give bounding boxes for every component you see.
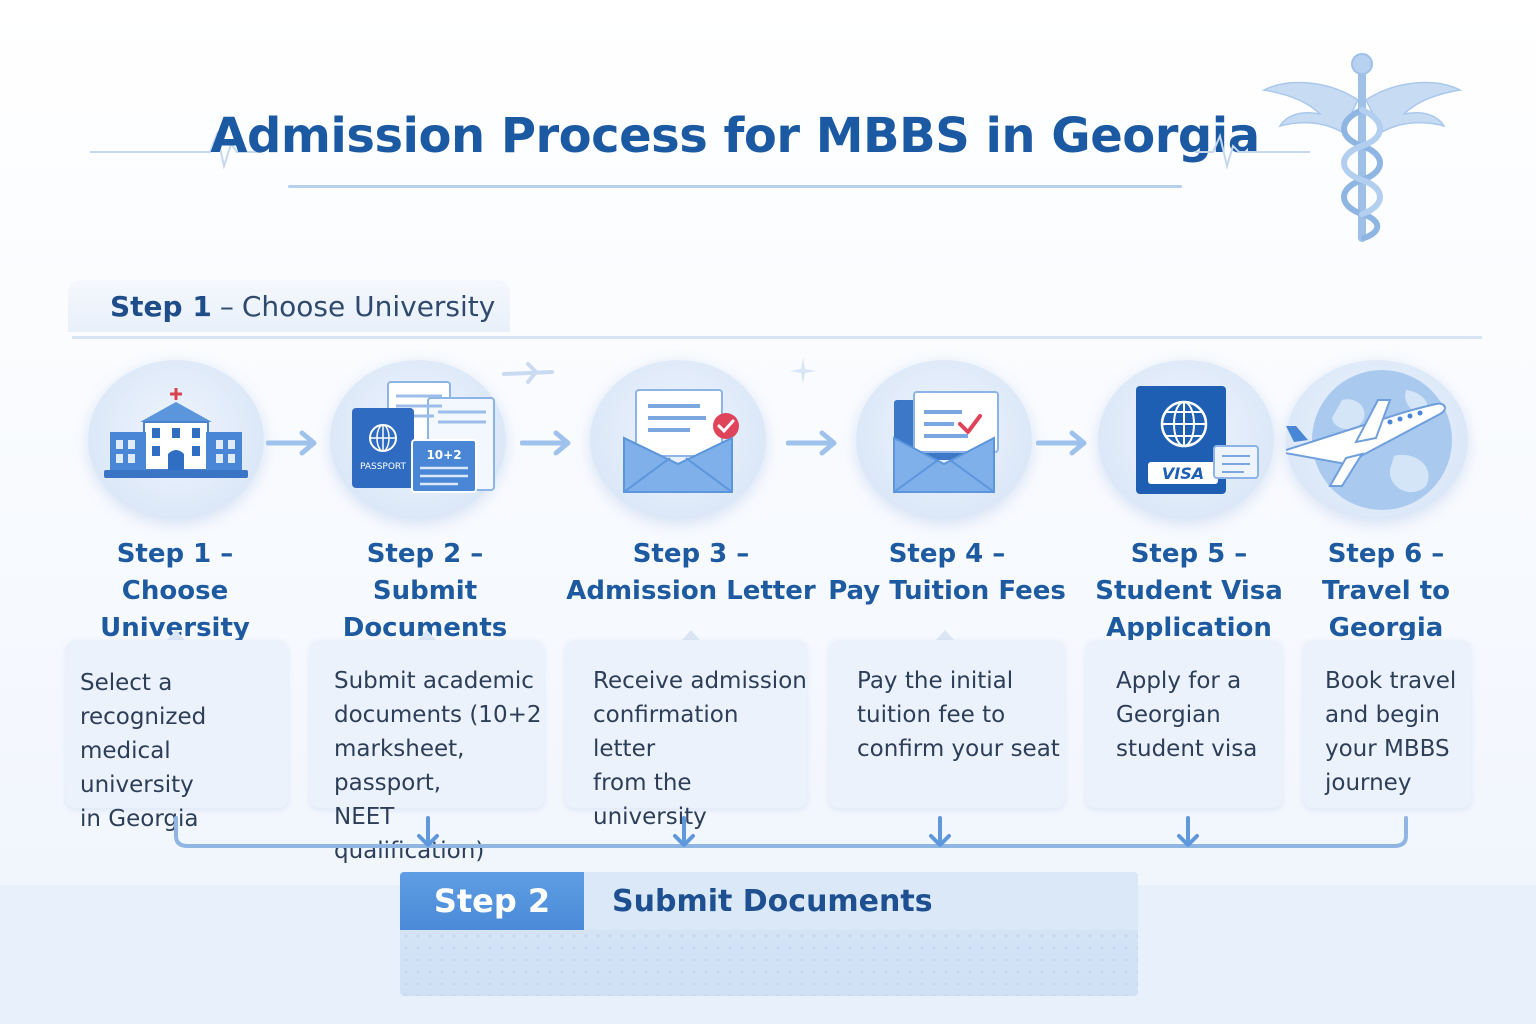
step-4-description-card: Pay the initial tuition fee to confirm y… <box>829 640 1065 808</box>
step-2-desc-line: marksheet, passport, <box>334 736 465 796</box>
step-5-description-card: Apply for a Georgian student visa <box>1086 640 1282 808</box>
step-4-heading: Step 4 – Pay Tuition Fees <box>822 536 1072 610</box>
title-underline <box>288 185 1182 188</box>
card-2-notch <box>418 630 436 640</box>
step-3-icon-circle <box>590 360 766 520</box>
step-1-desc-line: in Georgia <box>80 806 199 832</box>
tab-step-number: Step 1 <box>110 289 212 323</box>
step-1-icon-circle <box>88 360 264 520</box>
step-3-heading: Step 3 – Admission Letter <box>566 536 816 610</box>
step-2-icon-circle: PASSPORT 10+2 <box>330 360 506 520</box>
step-6-desc-line: Book travel <box>1325 668 1457 694</box>
page-title: Admission Process for MBBS in Georgia <box>210 108 1260 164</box>
bottom-connector-bracket <box>174 816 1408 848</box>
step-6-heading-line1: Step 6 – <box>1327 539 1445 569</box>
envelope-letter-icon <box>623 389 739 493</box>
ekg-line-left <box>90 130 260 170</box>
airplane-globe-icon <box>1286 370 1452 510</box>
passport-documents-icon: PASSPORT 10+2 <box>352 381 495 493</box>
university-building-icon <box>104 388 248 478</box>
caduceus-icon <box>1261 53 1463 242</box>
passport-icon-text: PASSPORT <box>360 462 407 472</box>
step-6-description-card: Book travel and begin your MBBS journey <box>1303 640 1471 808</box>
card-1-notch <box>167 630 185 640</box>
step-1-desc-line: medical university <box>80 738 194 798</box>
flow-arrow-4 <box>1036 430 1087 456</box>
step-6-heading-line2: Travel to <box>1321 576 1451 606</box>
step-3-desc-line: Receive admission <box>593 668 807 694</box>
step-1-heading-line1: Step 1 – <box>116 539 234 569</box>
step-4-desc-line: tuition fee to <box>857 702 1006 728</box>
tab-divider <box>72 336 1482 339</box>
airplane-small-icon <box>502 362 554 384</box>
step-3-desc-line: confirmation letter <box>593 702 739 762</box>
banner-step-label: Submit Documents <box>584 872 1138 930</box>
step-4-desc-line: confirm your seat <box>857 736 1060 762</box>
banner-pattern <box>400 930 1138 996</box>
step-6-desc-line: journey <box>1325 770 1412 796</box>
step-5-desc-line: student visa <box>1116 736 1258 762</box>
ekg-line-right <box>1195 132 1310 170</box>
flow-arrow-2 <box>520 430 571 456</box>
step-3-description-card: Receive admission confirmation letter fr… <box>565 640 807 830</box>
tab-step-label: Choose University <box>241 289 496 323</box>
visa-icon-text: VISA <box>1162 464 1204 483</box>
step-3-heading-line1: Step 3 – <box>632 539 750 569</box>
flow-arrow-3 <box>786 430 837 456</box>
step-5-heading-line2: Student Visa <box>1095 576 1283 606</box>
step-3-heading-line2: Admission Letter <box>566 576 816 606</box>
visa-passport-icon: VISA <box>1136 386 1259 494</box>
step-6-heading-line3: Georgia <box>1328 613 1444 643</box>
step-5-heading: Step 5 – Student Visa Application <box>1076 536 1302 647</box>
step-5-desc-line: Apply for a <box>1116 668 1242 694</box>
step-6-heading: Step 6 – Travel to Georgia <box>1296 536 1476 647</box>
flow-arrow-1 <box>266 430 317 456</box>
step-1-description-card: Select a recognized medical university i… <box>66 640 288 832</box>
marksheet-icon-text: 10+2 <box>426 448 461 462</box>
step-5-heading-line3: Application <box>1106 613 1272 643</box>
card-3-notch <box>682 630 700 640</box>
card-4-notch <box>936 630 954 640</box>
step-2-heading-line1: Step 2 – <box>366 539 484 569</box>
step-1-desc-line: Select a recognized <box>80 670 207 730</box>
tab-step-1[interactable]: Step 1 – Choose University <box>68 280 510 332</box>
current-step-banner[interactable]: Step 2 Submit Documents <box>400 872 1138 996</box>
step-6-desc-line: and begin <box>1325 702 1440 728</box>
banner-step-number: Step 2 <box>400 872 584 930</box>
step-2-desc-line: documents (10+2 <box>334 702 542 728</box>
step-4-heading-line1: Step 4 – <box>888 539 1006 569</box>
sparkle-icon <box>790 358 816 384</box>
step-4-icon-circle <box>856 360 1032 520</box>
step-5-icon-circle: VISA <box>1098 360 1274 520</box>
step-2-desc-line: Submit academic <box>334 668 534 694</box>
step-5-desc-line: Georgian <box>1116 702 1221 728</box>
step-5-heading-line1: Step 5 – <box>1130 539 1248 569</box>
step-3-desc-line: from the university <box>593 770 707 830</box>
step-6-icon-circle <box>1286 360 1468 520</box>
step-6-desc-line: your MBBS <box>1325 736 1450 762</box>
envelope-check-icon <box>893 391 999 493</box>
step-2-desc-line: NEET qualification) <box>334 804 485 864</box>
tab-step-separator: – <box>219 289 234 323</box>
step-4-heading-line2: Pay Tuition Fees <box>828 576 1066 606</box>
step-2-description-card: Submit academic documents (10+2 markshee… <box>310 640 544 864</box>
step-4-desc-line: Pay the initial <box>857 668 1014 694</box>
